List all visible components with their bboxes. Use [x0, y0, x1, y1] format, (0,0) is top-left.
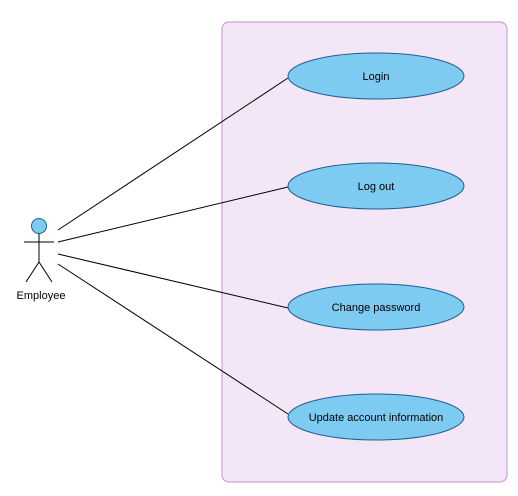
- use-case-label: Log out: [358, 181, 395, 193]
- use-case-label: Change password: [332, 302, 421, 314]
- actor-right-leg: [38, 261, 53, 283]
- use-case-change-password: Change password: [287, 283, 465, 331]
- association-login: [57, 77, 289, 231]
- associations: [57, 77, 289, 415]
- use-case-label: Login: [363, 71, 390, 83]
- use-case-logout: Log out: [287, 162, 465, 210]
- use-case-ellipse: [287, 393, 465, 441]
- use-case-ellipse: [287, 52, 465, 100]
- association-update-account: [57, 263, 289, 415]
- system-boundary: [221, 21, 508, 483]
- use-case-update-account-information: Update account information: [287, 393, 465, 441]
- use-case-label: Update account information: [309, 412, 444, 424]
- association-change-password: [57, 253, 289, 309]
- actor-label: Employee: [17, 290, 66, 302]
- association-logout: [57, 186, 289, 243]
- use-case-ellipse: [287, 162, 465, 210]
- actor-head: [31, 218, 47, 234]
- actor-left-leg: [25, 261, 40, 283]
- use-case-ellipse: [287, 283, 465, 331]
- use-case-login: Login: [287, 52, 465, 100]
- actor-employee: Employee: [17, 218, 66, 302]
